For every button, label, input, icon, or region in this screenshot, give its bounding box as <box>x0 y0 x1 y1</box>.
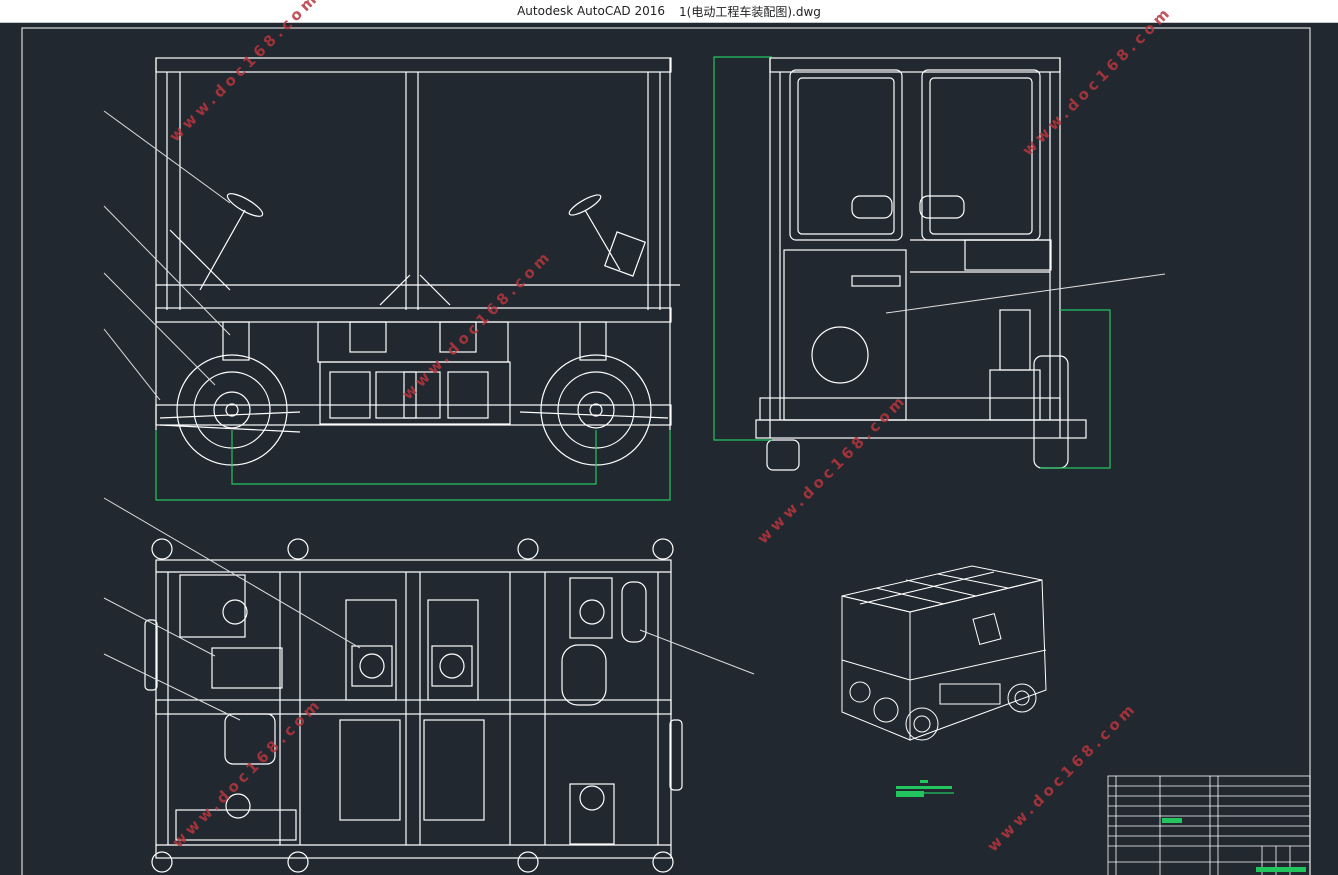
top-view <box>144 538 683 873</box>
isometric-view <box>841 565 1047 741</box>
title-block <box>1107 775 1311 875</box>
front-view-leader <box>885 273 1166 314</box>
side-view-leaders <box>103 110 231 401</box>
front-view-dimensions <box>713 56 1111 469</box>
app-title: Autodesk AutoCAD 2016 <box>517 4 666 18</box>
window-title-bar: Autodesk AutoCAD 2016 1(电动工程车装配图).dwg <box>0 0 1338 23</box>
side-view <box>155 57 680 466</box>
drawing-svg <box>21 27 1311 875</box>
top-view-leaders <box>103 497 755 721</box>
side-view-dimensions <box>155 430 671 501</box>
green-note-block <box>896 780 954 797</box>
file-name: 1(电动工程车装配图).dwg <box>679 4 821 19</box>
drawing-border <box>21 27 1311 875</box>
front-view <box>755 57 1087 471</box>
